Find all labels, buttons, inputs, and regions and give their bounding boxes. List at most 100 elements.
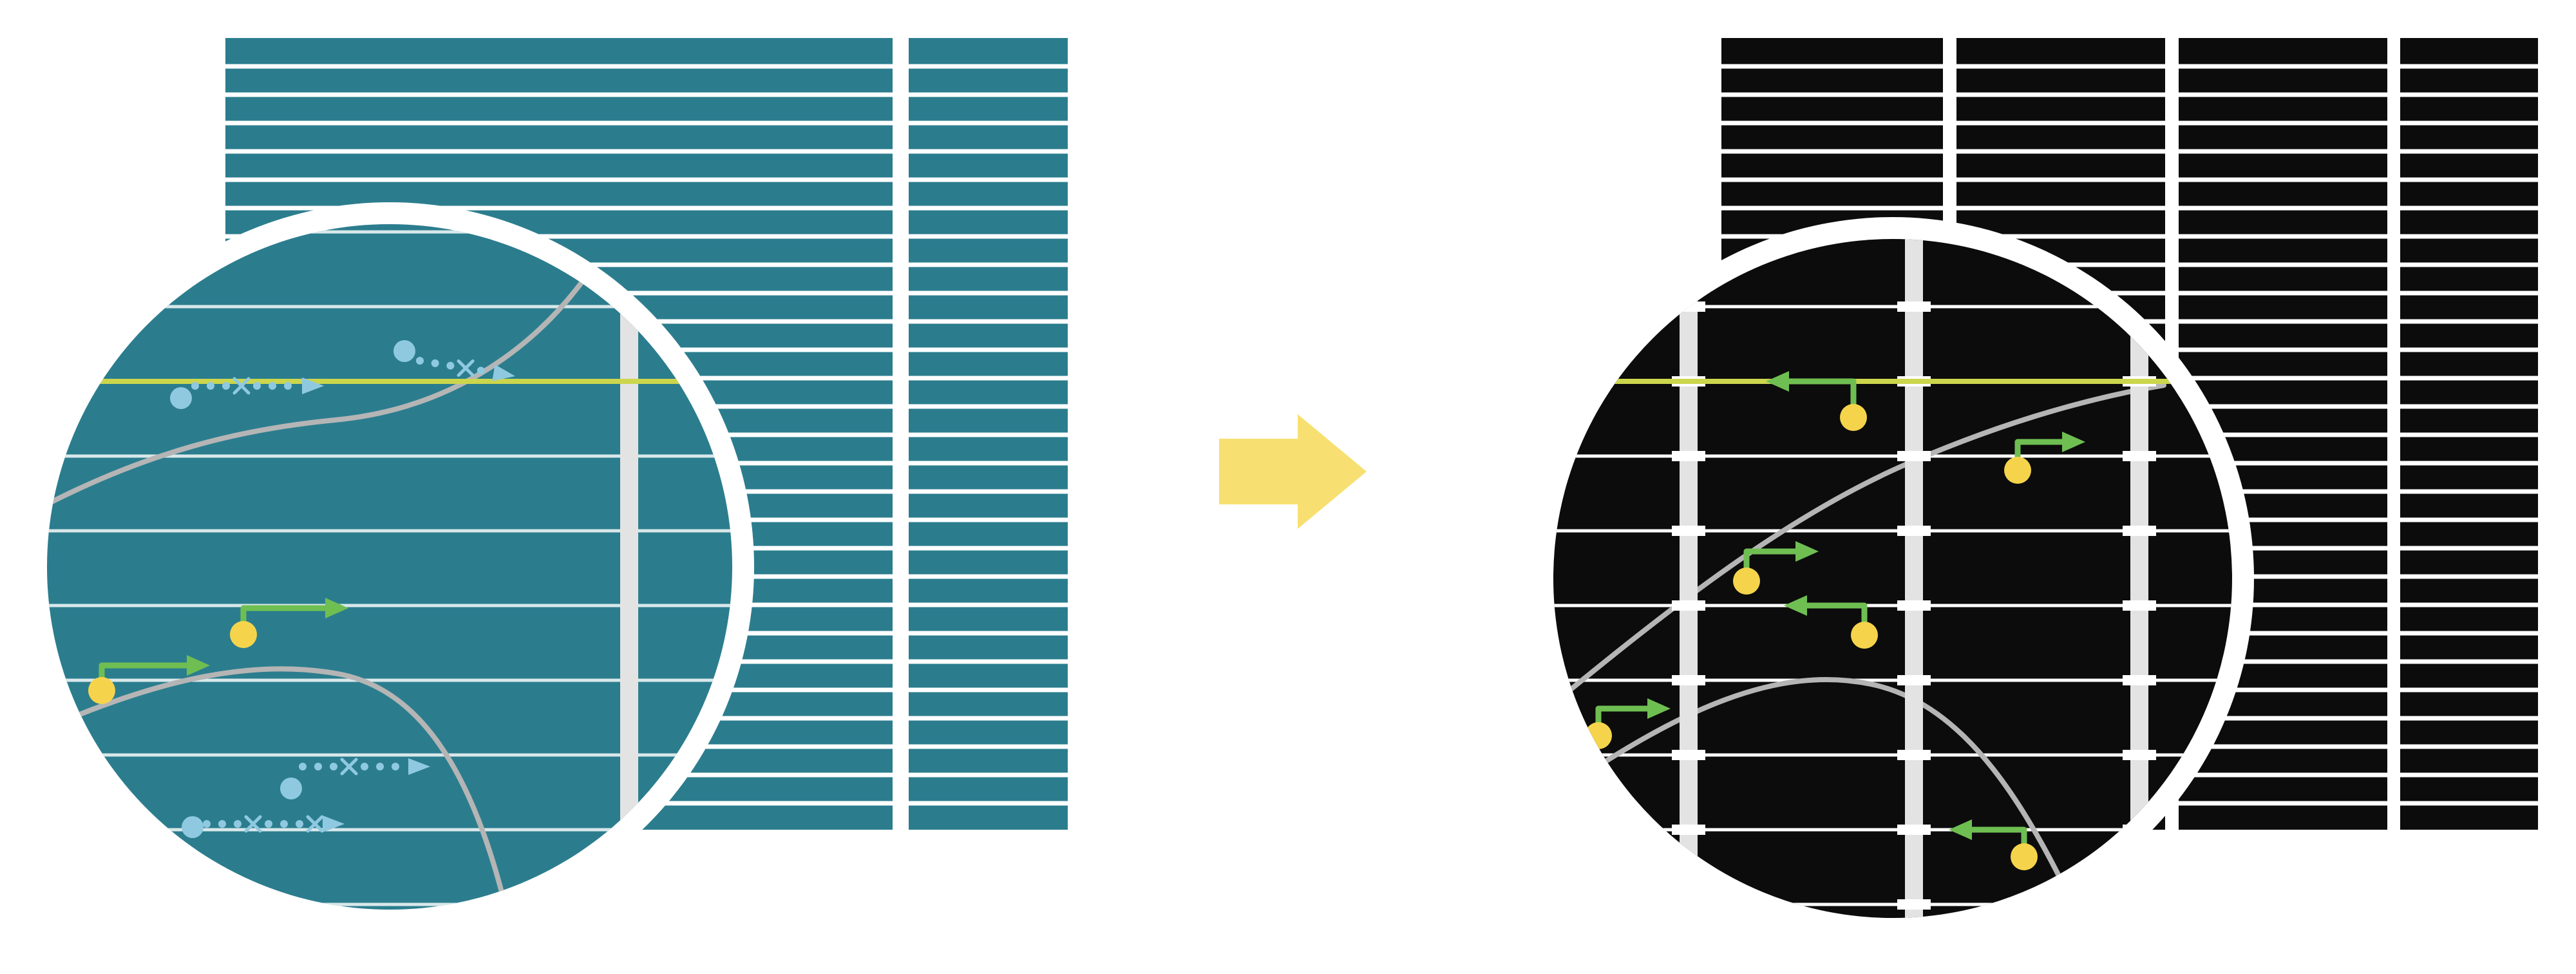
finger-line <box>1721 149 1943 154</box>
path-dot <box>269 382 276 390</box>
finger-line <box>2400 149 2538 154</box>
carrier-dot <box>230 621 257 648</box>
finger-line <box>909 291 1068 296</box>
finger-line <box>225 120 893 126</box>
busbar-pad <box>1897 526 1931 536</box>
carrier-dot <box>88 677 115 704</box>
finger-line <box>1956 205 2165 211</box>
finger-line <box>2400 120 2538 126</box>
magnifier-inset-left <box>25 202 754 931</box>
finger-line <box>909 234 1068 239</box>
magnified-finger-line <box>1553 753 2232 757</box>
magnified-finger-line <box>47 529 732 533</box>
magnifier-content-left <box>47 224 732 910</box>
magnified-finger-line <box>1553 902 2232 906</box>
finger-line <box>2400 432 2538 437</box>
highlighted-finger-line <box>1553 379 2232 384</box>
finger-line <box>909 376 1068 381</box>
electron-dot <box>170 387 192 409</box>
electron-dot <box>280 778 302 799</box>
finger-line <box>2400 376 2538 381</box>
finger-line <box>2400 404 2538 409</box>
finger-line <box>2179 291 2387 296</box>
busbar-pad <box>1672 899 1705 910</box>
finger-line <box>2179 489 2387 494</box>
finger-line <box>2400 177 2538 182</box>
finger-line <box>909 602 1068 607</box>
finger-line <box>1956 120 2165 126</box>
path-dot <box>191 382 199 390</box>
path-dot <box>361 763 368 770</box>
path-dot <box>330 763 337 770</box>
electron-dot <box>393 340 415 362</box>
scatter-x-icon <box>457 359 475 377</box>
path-dot <box>207 382 214 390</box>
path-dot <box>299 763 307 770</box>
magnified-finger-line <box>1553 604 2232 607</box>
busbar-pad <box>1897 825 1931 835</box>
finger-line <box>2400 772 2538 778</box>
busbar-pad <box>2123 600 2156 611</box>
busbar-pad <box>2123 451 2156 461</box>
carrier-arrowhead-icon <box>325 598 348 618</box>
busbar-pad <box>1897 675 1931 685</box>
path-dot <box>296 820 303 828</box>
magnified-finger-line <box>47 902 732 906</box>
electron-arrowhead-icon <box>302 377 324 394</box>
finger-line <box>909 546 1068 551</box>
finger-line <box>2400 262 2538 267</box>
finger-line <box>2179 64 2387 69</box>
magnified-finger-line <box>47 828 732 832</box>
magnifier-content-right <box>1553 227 2232 918</box>
finger-line <box>2179 716 2387 721</box>
finger-line <box>2179 177 2387 182</box>
finger-line <box>909 319 1068 324</box>
carrier-dot <box>1851 622 1878 649</box>
path-dot <box>253 382 261 390</box>
busbar <box>1905 239 1923 918</box>
finger-line <box>909 687 1068 692</box>
finger-line <box>2400 687 2538 692</box>
finger-line <box>2400 291 2538 296</box>
finger-line <box>2179 205 2387 211</box>
path-dot <box>222 382 230 390</box>
finger-line <box>2400 92 2538 97</box>
busbar-pad <box>1897 750 1931 760</box>
finger-line <box>2400 546 2538 551</box>
carrier-arrowhead-icon <box>1784 595 1807 616</box>
finger-line <box>1956 92 2165 97</box>
finger-line <box>909 92 1068 97</box>
finger-line <box>2179 120 2387 126</box>
busbar-pad <box>1897 600 1931 611</box>
finger-line <box>909 744 1068 749</box>
finger-line <box>909 517 1068 522</box>
busbar-pad <box>2123 750 2156 760</box>
finger-line <box>2179 262 2387 267</box>
scatter-x-icon <box>306 815 324 833</box>
busbar-pad <box>1672 750 1705 760</box>
carrier-dot <box>1733 568 1760 595</box>
carrier-arrowhead-icon <box>1647 698 1671 719</box>
path-dot <box>265 820 272 828</box>
finger-line <box>909 461 1068 466</box>
finger-line <box>2179 602 2387 607</box>
finger-line <box>1956 234 2165 239</box>
scatter-x-icon <box>244 815 262 833</box>
busbar-pad <box>2123 899 2156 910</box>
finger-line <box>2400 517 2538 522</box>
magnified-finger-line <box>1553 454 2232 458</box>
finger-line <box>909 205 1068 211</box>
carrier-arrowhead-icon <box>1766 371 1789 392</box>
busbar-pad <box>1672 675 1705 685</box>
finger-line <box>225 92 893 97</box>
path-dot <box>431 359 439 367</box>
magnified-finger-line <box>1553 529 2232 533</box>
finger-line <box>2179 772 2387 778</box>
carrier-arrowhead-icon <box>1795 541 1819 562</box>
finger-line <box>2179 319 2387 324</box>
finger-line <box>909 489 1068 494</box>
magnified-finger-line <box>1553 678 2232 682</box>
path-dot <box>203 820 211 828</box>
busbar-pad <box>1672 227 1705 237</box>
magnified-finger-line <box>1553 305 2232 309</box>
